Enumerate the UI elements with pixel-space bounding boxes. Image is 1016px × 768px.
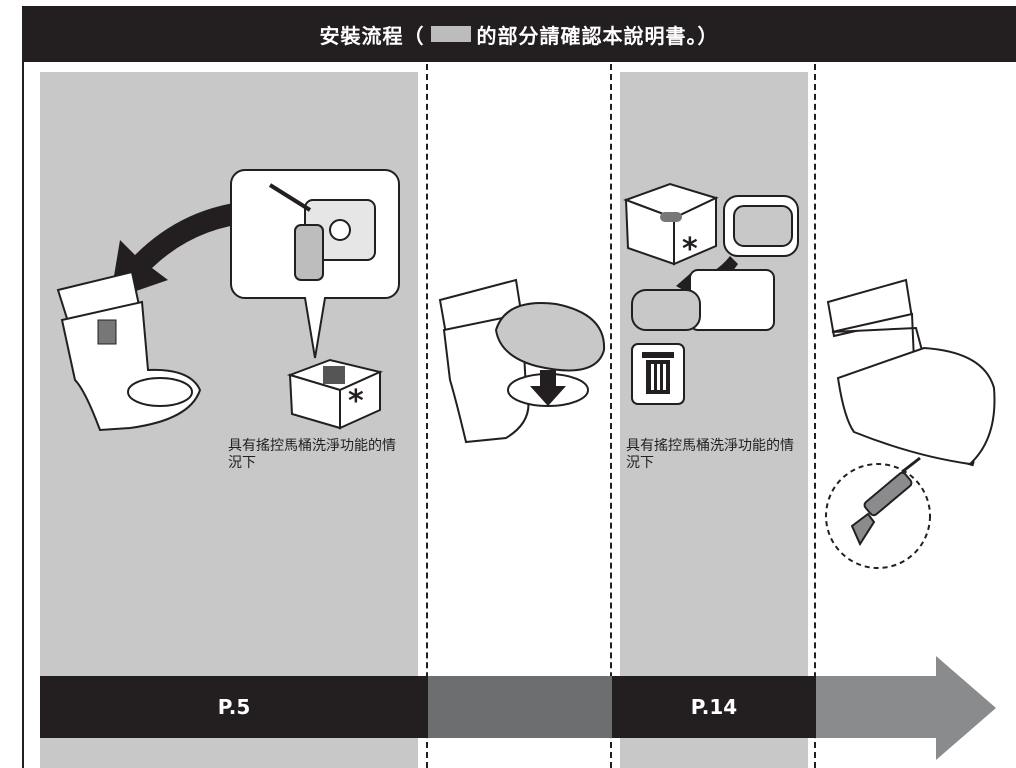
title-prefix: 安裝流程（ (319, 23, 425, 48)
box-icon (286, 358, 384, 430)
step1-note: 具有搖控馬桶洗淨功能的情況下 (228, 438, 396, 471)
page-frame (22, 6, 1016, 768)
page-title: 安裝流程（ 的部分請確認本說明書。） (22, 6, 1016, 62)
step3-symbol: * (682, 232, 698, 267)
progress-segment-3: P.14 (612, 676, 816, 738)
step3-panel (620, 72, 808, 768)
down-arrow-icon (530, 370, 566, 406)
step1-illustration (56, 169, 400, 432)
title-suffix: 的部分請確認本說明書。） (476, 23, 719, 48)
divider-2 (610, 64, 612, 768)
page-ref-2: P.14 (690, 695, 738, 719)
divider-3 (814, 64, 816, 768)
progress-arrow-icon (816, 656, 996, 760)
step3-illustration (623, 182, 799, 405)
gray-swatch-icon (430, 26, 471, 42)
step1-symbol: * (348, 384, 364, 419)
page-ref-1: P.5 (217, 695, 251, 719)
progress-segment-1: P.5 (40, 676, 428, 738)
step3-note: 具有搖控馬桶洗淨功能的情況下 (626, 438, 794, 471)
step2-illustration (438, 278, 606, 444)
step4-illustration (825, 278, 996, 569)
divider-1 (426, 64, 428, 768)
progress-segment-2 (428, 676, 612, 738)
trash-icon (642, 352, 674, 394)
caulking-gun-icon (850, 456, 921, 547)
